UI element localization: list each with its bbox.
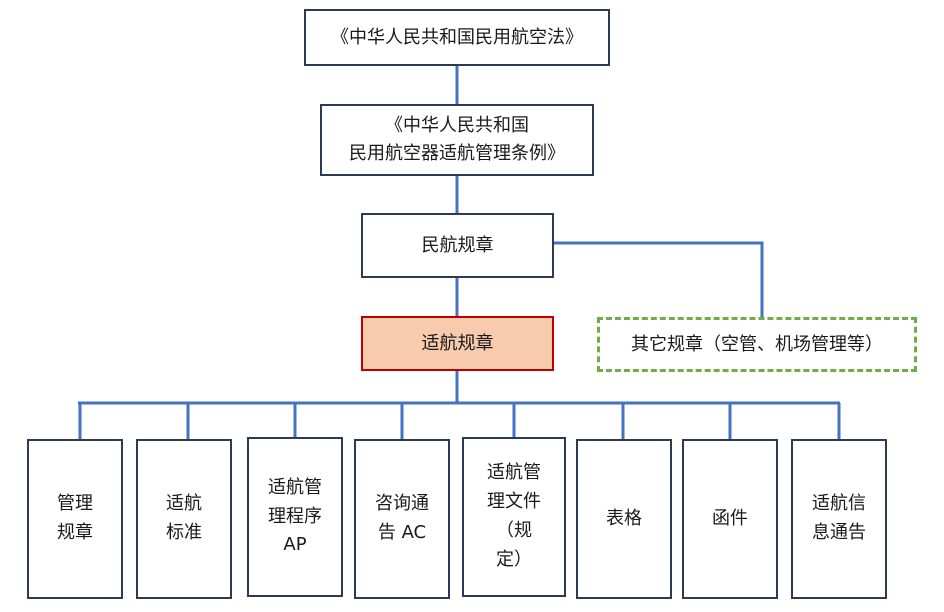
node-airworthiness-rules-label: 适航规章 (421, 332, 494, 354)
leaf-forms: 表格 (576, 439, 672, 599)
leaf-label: 咨询通 告 AC (375, 493, 429, 543)
leaf-airworthiness-information-bulletin: 适航信 息通告 (791, 439, 887, 599)
leaf-advisory-circular-ac: 咨询通 告 AC (354, 439, 450, 599)
node-civil-aviation-rules-label: 民航规章 (421, 234, 494, 256)
node-airworthiness-regulation: 《中华人民共和国 民用航空器适航管理条例》 (320, 104, 594, 176)
leaf-airworthiness-standards: 适航 标准 (136, 439, 232, 599)
leaf-management-rules: 管理 规章 (27, 439, 123, 599)
node-airworthiness-regulation-label: 《中华人民共和国 民用航空器适航管理条例》 (349, 115, 565, 164)
node-other-rules: 其它规章（空管、机场管理等） (597, 317, 917, 372)
leaf-label: 适航信 息通告 (812, 493, 866, 543)
node-civil-aviation-law-label: 《中华人民共和国民用航空法》 (331, 26, 583, 48)
leaf-label: 函件 (712, 507, 748, 529)
node-civil-aviation-law: 《中华人民共和国民用航空法》 (304, 9, 610, 66)
leaf-label: 管理 规章 (57, 493, 93, 543)
leaf-airworthiness-documents: 适航管 理文件 （规 定） (462, 437, 566, 597)
leaf-label: 表格 (606, 507, 642, 529)
leaf-label: 适航 标准 (166, 493, 202, 543)
node-airworthiness-rules: 适航规章 (361, 316, 554, 371)
leaf-label: 适航管 理文件 （规 定） (487, 462, 541, 570)
node-other-rules-label: 其它规章（空管、机场管理等） (631, 333, 883, 355)
leaf-airworthiness-procedures-ap: 适航管 理程序 AP (247, 437, 343, 597)
connector-civil-rules-to-other (554, 241, 764, 317)
node-civil-aviation-rules: 民航规章 (361, 213, 554, 278)
leaf-letters: 函件 (682, 439, 778, 599)
leaf-label: 适航管 理程序 AP (268, 476, 322, 556)
